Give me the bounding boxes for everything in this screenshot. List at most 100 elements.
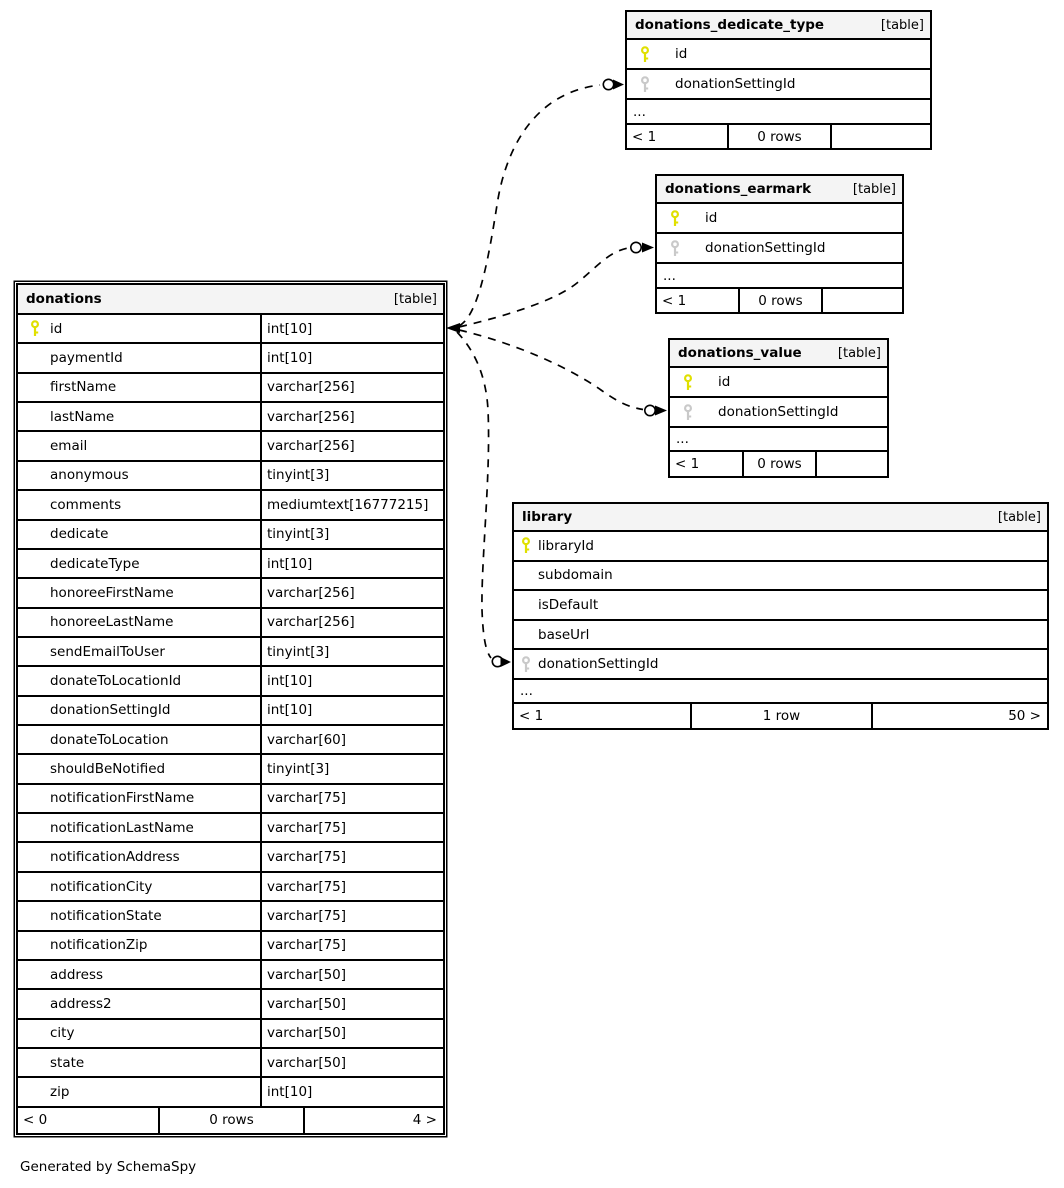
column-row-baseUrl[interactable]: baseUrl xyxy=(514,620,1047,651)
column-name-cell: libraryId xyxy=(514,532,594,560)
primary-key-icon xyxy=(28,320,41,337)
table-header: donations [table] xyxy=(18,285,443,315)
column-name-cell: id xyxy=(18,315,260,342)
column-type: varchar[50] xyxy=(260,960,443,989)
column-name-cell: firstName xyxy=(18,374,260,401)
column-name: subdomain xyxy=(538,567,613,584)
table-title[interactable]: library xyxy=(522,509,573,525)
rows-count: 0 rows xyxy=(158,1107,303,1133)
column-name: honoreeLastName xyxy=(50,614,174,631)
column-name-cell: city xyxy=(18,1020,260,1047)
column-name-cell: lastName xyxy=(18,403,260,430)
column-type: tinyint[3] xyxy=(260,461,443,490)
table-title[interactable]: donations_earmark xyxy=(665,181,812,197)
column-row-id[interactable]: id xyxy=(670,368,887,398)
column-name-cell: donationSettingId xyxy=(627,70,795,98)
fk-connector-donations-earmark xyxy=(458,241,654,328)
column-name: anonymous xyxy=(50,467,129,484)
column-row-id[interactable]: id int[10] xyxy=(18,315,443,345)
column-row-donationSettingId[interactable]: donationSettingId xyxy=(627,70,930,100)
parents-count: < 1 xyxy=(632,128,657,145)
column-row-id[interactable]: id xyxy=(627,40,930,70)
column-row-libraryId[interactable]: libraryId xyxy=(514,532,1047,562)
column-name: address2 xyxy=(50,995,112,1012)
table-title[interactable]: donations_value xyxy=(678,345,802,361)
column-name-cell: id xyxy=(670,368,730,396)
column-row-anonymous[interactable]: anonymous tinyint[3] xyxy=(18,461,443,492)
column-type: tinyint[3] xyxy=(260,520,443,548)
column-row-donationSettingId[interactable]: donationSettingId xyxy=(514,650,1047,680)
column-name-cell: donateToLocationId xyxy=(18,667,260,694)
table-type-tag: [table] xyxy=(393,291,437,307)
column-name-cell: address2 xyxy=(18,990,260,1017)
children-count xyxy=(821,289,902,312)
column-row-donationSettingId[interactable]: donationSettingId xyxy=(670,398,887,428)
column-name: dedicateType xyxy=(50,555,140,572)
column-row-donationSettingId[interactable]: donationSettingId xyxy=(657,234,902,264)
column-name-cell: notificationLastName xyxy=(18,814,260,841)
column-type: tinyint[3] xyxy=(260,637,443,666)
column-name: notificationAddress xyxy=(50,849,180,866)
rows-count: 0 rows xyxy=(726,125,830,148)
column-row-isDefault[interactable]: isDefault xyxy=(514,591,1047,621)
table-title[interactable]: donations_dedicate_type xyxy=(635,17,825,33)
column-type: varchar[75] xyxy=(260,931,443,959)
table-header: donations_dedicate_type[table] xyxy=(627,12,930,40)
ellipsis-row: ... xyxy=(627,100,930,125)
column-type: varchar[256] xyxy=(260,608,443,636)
column-name: donationSettingId xyxy=(538,656,659,673)
column-name: address xyxy=(50,966,104,983)
column-name: notificationCity xyxy=(50,878,153,895)
primary-key-icon xyxy=(638,45,651,63)
column-name-cell: dedicate xyxy=(18,521,260,548)
fk-connector-donations-value xyxy=(458,329,667,417)
column-row-honoreeLastName[interactable]: honoreeLastName varchar[256] xyxy=(18,608,443,638)
column-name-cell: notificationState xyxy=(18,902,260,929)
column-name-cell: email xyxy=(18,432,260,459)
children-count: 50 > xyxy=(871,703,1047,728)
table-title[interactable]: donations xyxy=(26,291,102,307)
column-type: varchar[75] xyxy=(260,814,443,842)
parents-count: < 0 xyxy=(23,1112,48,1129)
column-name: firstName xyxy=(50,379,117,396)
column-row-address[interactable]: address varchar[50] xyxy=(18,960,443,991)
column-row-id[interactable]: id xyxy=(657,204,902,234)
column-type: int[10] xyxy=(260,315,443,343)
column-name: id xyxy=(705,210,718,226)
column-name: id xyxy=(50,320,63,337)
ellipsis-row: ... xyxy=(514,680,1047,704)
primary-key-icon xyxy=(668,209,681,227)
column-row-subdomain[interactable]: subdomain xyxy=(514,561,1047,592)
